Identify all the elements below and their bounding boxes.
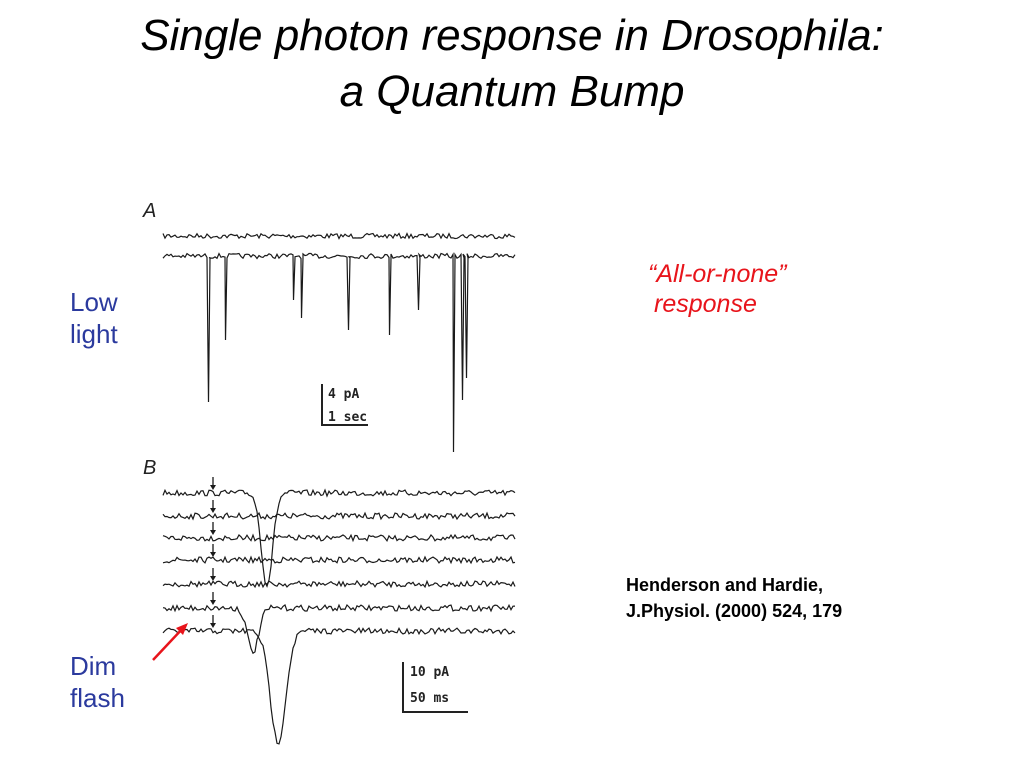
flash-arrow-icon: [210, 600, 216, 605]
panel-a-scale-time: 1 sec: [328, 410, 367, 425]
all-or-none-callout: “All-or-none” response: [648, 259, 786, 319]
trace-b-5: [162, 579, 516, 589]
title-line-1: Single photon response in Drosophila:: [140, 11, 884, 60]
red-pointer-arrow: [152, 623, 188, 661]
dim-flash-label: Dim flash: [70, 650, 125, 714]
flash-arrow-icon: [210, 508, 216, 513]
flash-arrow-icon: [210, 485, 216, 490]
panel-a-traces: [162, 232, 516, 453]
trace-b-1: [162, 488, 516, 588]
panel-b-traces: [162, 488, 516, 745]
dim-flash-line-1: Dim: [70, 651, 117, 681]
panel-b-scale-time: 50 ms: [410, 691, 449, 706]
panel-a-label: A: [142, 200, 156, 222]
trace-b-3: [162, 533, 516, 543]
citation-line-2: J.Physiol. (2000) 524, 179: [626, 601, 843, 621]
panel-a-scale-current: 4 pA: [328, 387, 359, 402]
trace-a-lower: [162, 252, 516, 453]
low-light-line-2: light: [70, 319, 118, 349]
citation: Henderson and Hardie, J.Physiol. (2000) …: [626, 572, 842, 624]
trace-b-7: [162, 626, 516, 745]
trace-b-4: [162, 555, 516, 565]
title-line-2: a Quantum Bump: [339, 67, 685, 116]
flash-arrow-icon: [210, 576, 216, 581]
flash-arrow-icon: [210, 530, 216, 535]
panel-b-scale-bar: 10 pA 50 ms: [402, 662, 468, 713]
panel-b-label: B: [143, 457, 156, 479]
panel-a-scale-bar: 4 pA 1 sec: [321, 384, 368, 426]
trace-a-upper: [162, 232, 516, 240]
low-light-label: Low light: [70, 286, 118, 350]
dim-flash-line-2: flash: [70, 683, 125, 713]
flash-marker-arrows: [210, 477, 216, 628]
flash-arrow-icon: [210, 623, 216, 628]
trace-b-6: [162, 603, 516, 655]
low-light-line-1: Low: [70, 287, 118, 317]
trace-b-2: [162, 511, 516, 521]
callout-line-2: response: [654, 290, 757, 318]
panel-b-scale-current: 10 pA: [410, 665, 449, 680]
flash-arrow-icon: [210, 552, 216, 557]
citation-line-1: Henderson and Hardie,: [626, 575, 824, 595]
slide-title: Single photon response in Drosophila: a …: [0, 8, 1024, 120]
callout-line-1: “All-or-none”: [648, 260, 787, 288]
